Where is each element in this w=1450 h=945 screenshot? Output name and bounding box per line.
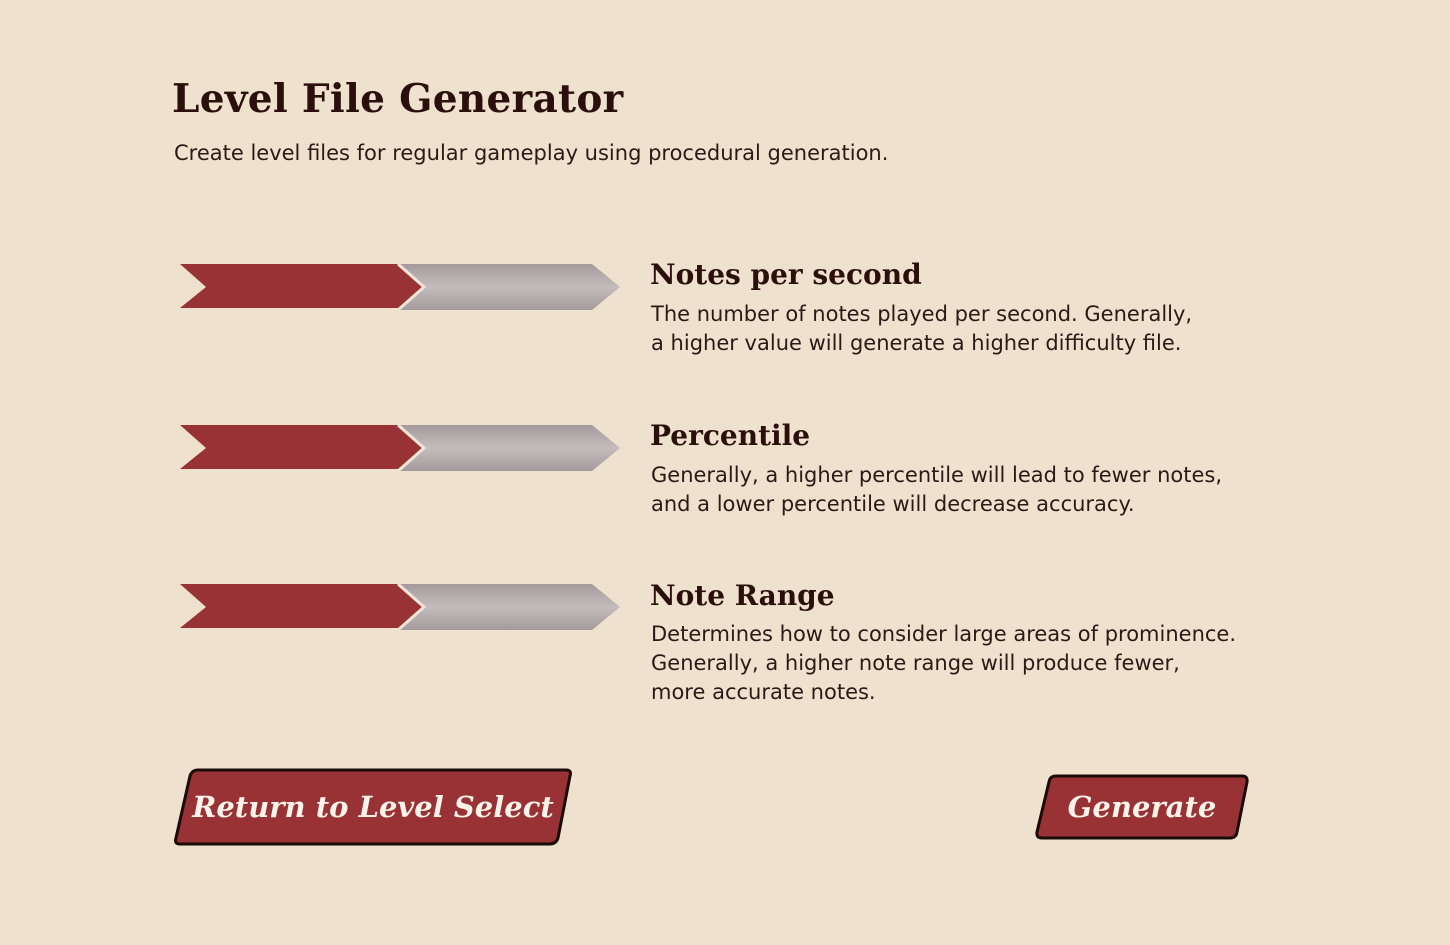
description-line: Generally, a higher percentile will lead… (651, 463, 1223, 487)
description-line: Generally, a higher note range will prod… (651, 651, 1180, 675)
description-line: The number of notes played per second. G… (651, 302, 1193, 326)
description-line: a higher value will generate a higher di… (651, 331, 1182, 355)
page-subtitle: Create level files for regular gameplay … (174, 141, 889, 165)
percentile-description: Generally, a higher percentile will lead… (651, 461, 1311, 519)
note-range-slider[interactable] (178, 582, 622, 632)
generate-button-label: Generate (1067, 790, 1217, 824)
slider-fill (180, 264, 424, 308)
note-range-title: Note Range (650, 579, 835, 612)
notes-per-second-title: Notes per second (650, 258, 922, 291)
page-title: Level File Generator (172, 76, 624, 122)
generate-button[interactable]: Generate (1034, 774, 1250, 840)
notes-per-second-description: The number of notes played per second. G… (651, 300, 1311, 358)
slider-fill (180, 584, 424, 628)
description-line: more accurate notes. (651, 680, 876, 704)
return-to-level-select-button[interactable]: Return to Level Select (174, 768, 572, 846)
return-button-label: Return to Level Select (192, 790, 554, 824)
description-line: Determines how to consider large areas o… (651, 622, 1237, 646)
note-range-description: Determines how to consider large areas o… (651, 620, 1311, 707)
percentile-slider[interactable] (178, 423, 622, 473)
notes-per-second-slider[interactable] (178, 262, 622, 312)
percentile-title: Percentile (650, 419, 811, 452)
slider-fill (180, 425, 424, 469)
description-line: and a lower percentile will decrease acc… (651, 492, 1135, 516)
